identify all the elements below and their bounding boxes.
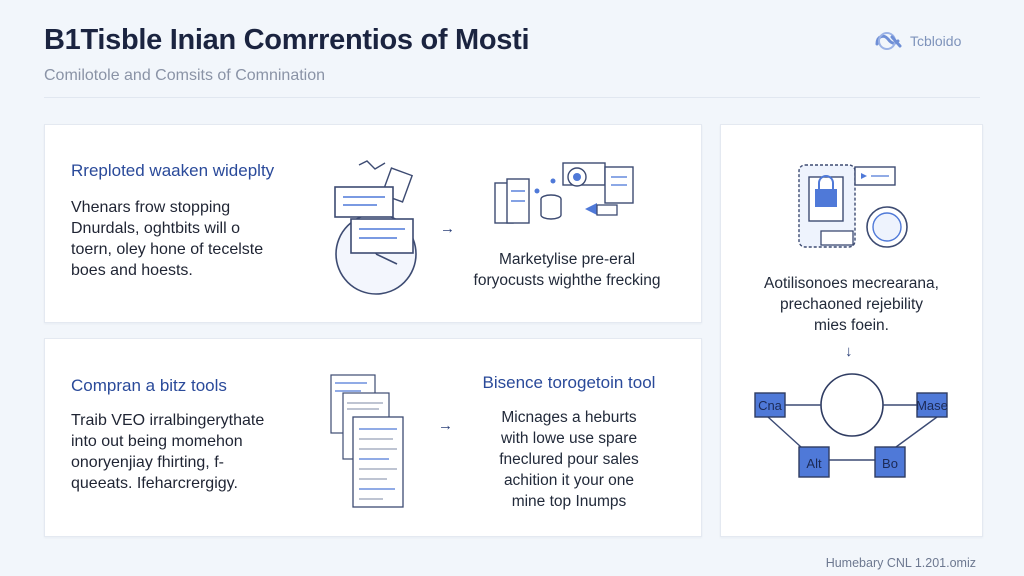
header-divider (44, 97, 980, 98)
card-bottom-body-line: onoryenjiay fhirting, f- (71, 454, 224, 471)
tool-body: Micnages a heburts with lowe use spare f… (469, 407, 669, 512)
logo-text: Tcbloido (910, 33, 962, 49)
card-top-body: Vhenars frow stopping Dnurdals, oghtbits… (71, 197, 263, 281)
flow-node-label: Bo (882, 456, 898, 471)
card-top-caption: Marketylise pre-eral foryocusts wighthe … (449, 249, 685, 291)
card-top-body-line: Vhenars frow stopping (71, 199, 231, 216)
stacked-documents-icon (330, 374, 404, 508)
card-bottom-arrow: → (438, 417, 453, 434)
flow-node-bo (874, 446, 906, 478)
flow-node-label: Alt (806, 456, 822, 471)
flow-node-alt (798, 446, 830, 478)
card-bottom-body-line: queeats. Ifeharcrergigy. (71, 475, 238, 492)
page-title: B1Tisble Inian Comrrentios of Mosti (44, 24, 530, 56)
clock-documents-icon (334, 160, 417, 295)
flow-edge (895, 416, 938, 448)
tool-body-line: Micnages a heburts (501, 409, 637, 426)
card-top-caption-line: foryocusts wighthe frecking (473, 272, 661, 289)
card-bottom-heading: Compran a bitz tools (71, 376, 227, 395)
security-device-icon (798, 164, 908, 248)
footer-note: Humebary CNL 1.201.omiz (825, 556, 976, 570)
card-side-caption-line: prechaoned rejebility (779, 296, 924, 313)
card-top-arrow: → (440, 220, 455, 237)
card-top-body-line: toern, oley hone of tecelste (71, 241, 264, 258)
flow-node-cna (754, 392, 786, 418)
flow-node-label: Mase (916, 398, 948, 413)
card-bottom-body: Traib VEO irralbingerythate into out bei… (71, 410, 264, 494)
flow-edge (767, 416, 802, 448)
tool-heading: Bisence torogetoin tool (482, 373, 656, 392)
card-bottom: Compran a bitz tools Traib VEO irralbing… (44, 338, 702, 537)
tool-body-line: achition it your one (503, 472, 635, 489)
flow-center-circle (820, 373, 884, 437)
card-side-caption: Aotilisonoes mecrearana, prechaoned reje… (731, 273, 972, 336)
flow-diagram (754, 373, 948, 478)
flow-node-mase (916, 392, 948, 418)
tool-body-line: fneclured pour sales (499, 451, 639, 468)
card-bottom-body-line: into out being momehon (71, 433, 243, 450)
tool-body-line: with lowe use spare (500, 430, 638, 447)
page-subtitle: Comilotole and Comsits of Comnination (44, 67, 326, 84)
tool-body-line: mine top Inumps (511, 493, 627, 510)
card-top-heading: Rreploted waaken wideplty (71, 161, 275, 180)
card-side-caption-line: Aotilisonoes mecrearana, (764, 275, 939, 292)
card-side: Aotilisonoes mecrearana, prechaoned reje… (720, 124, 983, 537)
brand-logo[interactable]: Tcbloido (874, 30, 961, 52)
flow-node-label: Cna (758, 398, 782, 413)
card-side-down-arrow: ↓ (845, 343, 853, 360)
card-top: Rreploted waaken wideplty Vhenars frow s… (44, 124, 702, 323)
analytics-devices-icon (494, 162, 634, 224)
card-top-caption-line: Marketylise pre-eral (498, 251, 636, 268)
card-bottom-body-line: Traib VEO irralbingerythate (71, 412, 265, 429)
wave-logo-icon (875, 32, 902, 50)
card-top-body-line: boes and hoests. (71, 262, 193, 279)
card-side-caption-line: mies foein. (814, 317, 889, 334)
card-top-body-line: Dnurdals, oghtbits will o (71, 220, 240, 237)
